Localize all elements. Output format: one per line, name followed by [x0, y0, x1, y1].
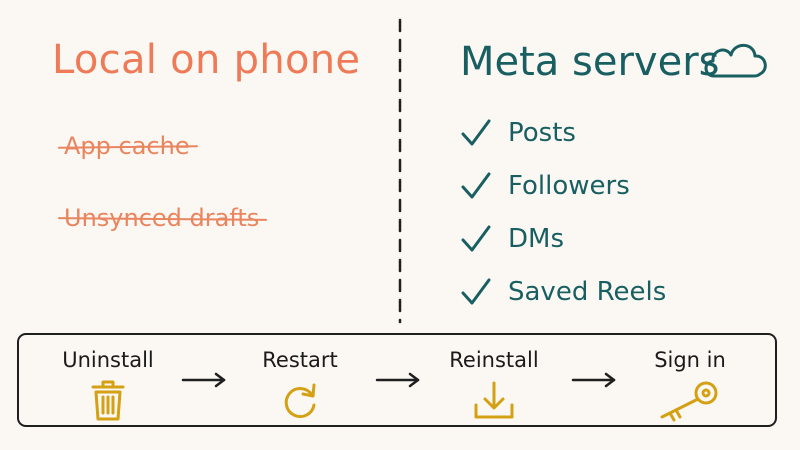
step-uninstall: Uninstall: [53, 347, 163, 423]
arrow-right-icon: [571, 372, 616, 388]
key-icon: [660, 381, 718, 422]
step-label: Uninstall: [62, 348, 154, 372]
trash-icon: [91, 380, 125, 421]
step-label: Restart: [262, 348, 338, 372]
check-icon: [461, 172, 491, 198]
download-icon: [474, 381, 514, 419]
servers-title: Meta servers: [460, 39, 720, 85]
cloud-icon: [704, 43, 767, 78]
local-item-unsynced-drafts: Unsynced drafts: [57, 202, 268, 234]
arrow-right-icon: [375, 372, 420, 388]
server-item-label: Followers: [508, 170, 630, 201]
local-title: Local on phone: [52, 37, 361, 83]
step-restart: Restart: [245, 347, 355, 423]
arrow-right-icon: [181, 372, 226, 388]
list-item: Saved Reels: [460, 265, 666, 318]
server-item-label: Saved Reels: [508, 276, 667, 307]
list-item: DMs: [460, 212, 666, 265]
local-item-app-cache: App cache: [57, 130, 198, 162]
dashed-divider: [398, 18, 402, 324]
check-icon: [461, 278, 491, 304]
step-sign-in: Sign in: [635, 347, 745, 423]
list-item: Posts: [460, 106, 666, 159]
list-item: Followers: [460, 159, 666, 212]
steps-panel: Uninstall Restart: [17, 333, 777, 427]
server-item-label: Posts: [508, 117, 576, 148]
refresh-icon: [284, 383, 316, 419]
check-icon: [461, 225, 491, 251]
step-reinstall: Reinstall: [439, 347, 549, 423]
step-label: Reinstall: [449, 348, 539, 372]
step-label: Sign in: [654, 348, 726, 372]
server-list: Posts Followers DMs Saved Reels: [460, 106, 666, 318]
check-icon: [461, 119, 491, 145]
server-item-label: DMs: [508, 223, 564, 254]
